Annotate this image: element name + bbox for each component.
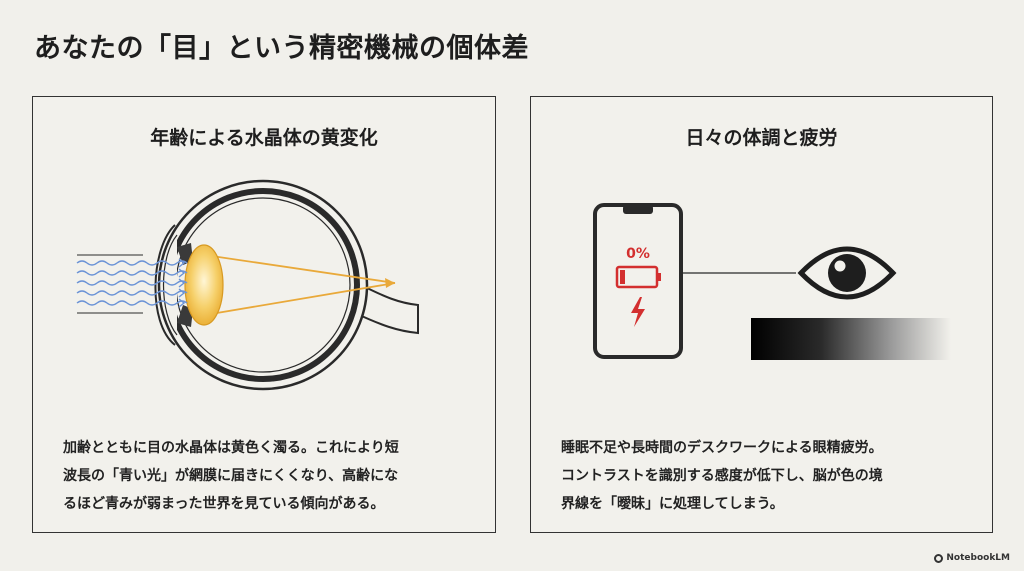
aging-lens-description: 加齢とともに目の水晶体は黄色く濁る。これにより短 波長の「青い光」が網膜に届きに… bbox=[63, 434, 475, 518]
focus-arrowhead bbox=[385, 278, 395, 288]
aging-lens-line-1: 加齢とともに目の水晶体は黄色く濁る。これにより短 bbox=[63, 440, 399, 456]
blurred-contrast-bar bbox=[751, 318, 951, 360]
fatigue-illustration: 0% bbox=[593, 203, 951, 360]
aging-lens-panel: 年齢による水晶体の黄変化 bbox=[32, 96, 496, 533]
focus-line-upper bbox=[204, 254, 396, 284]
focus-line-lower bbox=[204, 282, 396, 316]
lightning-icon bbox=[631, 297, 645, 327]
empty-battery-icon bbox=[615, 265, 661, 289]
fatigue-description: 睡眠不足や長時間のデスクワークによる眼精疲労。 コントラストを識別する感度が低下… bbox=[561, 434, 972, 518]
eye-cross-section-illustration bbox=[76, 179, 419, 391]
battery-percent: 0% bbox=[626, 246, 650, 262]
blue-ray-arrowheads bbox=[178, 258, 186, 308]
fatigue-line-1: 睡眠不足や長時間のデスクワークによる眼精疲労。 bbox=[561, 440, 883, 456]
page-title: あなたの「目」という精密機械の個体差 bbox=[34, 33, 529, 64]
footer-brand-label: NotebookLM bbox=[946, 553, 1010, 563]
aging-lens-line-3: るほど青みが弱まった世界を見ている傾向がある。 bbox=[63, 496, 385, 512]
notebooklm-logo-icon bbox=[934, 553, 944, 563]
fatigue-line-3: 界線を「曖昧」に処理してしまう。 bbox=[561, 496, 784, 512]
fatigue-heading: 日々の体調と疲労 bbox=[685, 127, 838, 149]
blue-light-rays bbox=[76, 260, 188, 306]
optic-nerve bbox=[353, 283, 419, 335]
fatigue-line-2: コントラストを識別する感度が低下し、脳が色の境 bbox=[561, 468, 883, 484]
eye-icon bbox=[797, 246, 897, 300]
yellowed-lens bbox=[184, 244, 224, 326]
footer-brand: NotebookLM bbox=[934, 553, 1010, 563]
cornea bbox=[154, 224, 176, 346]
aging-lens-line-2: 波長の「青い光」が網膜に届きにくくなり、高齢にな bbox=[63, 468, 399, 484]
phone-icon bbox=[593, 203, 683, 359]
aging-lens-heading: 年齢による水晶体の黄変化 bbox=[150, 127, 378, 149]
fatigue-panel: 日々の体調と疲労 0% bbox=[530, 96, 993, 533]
